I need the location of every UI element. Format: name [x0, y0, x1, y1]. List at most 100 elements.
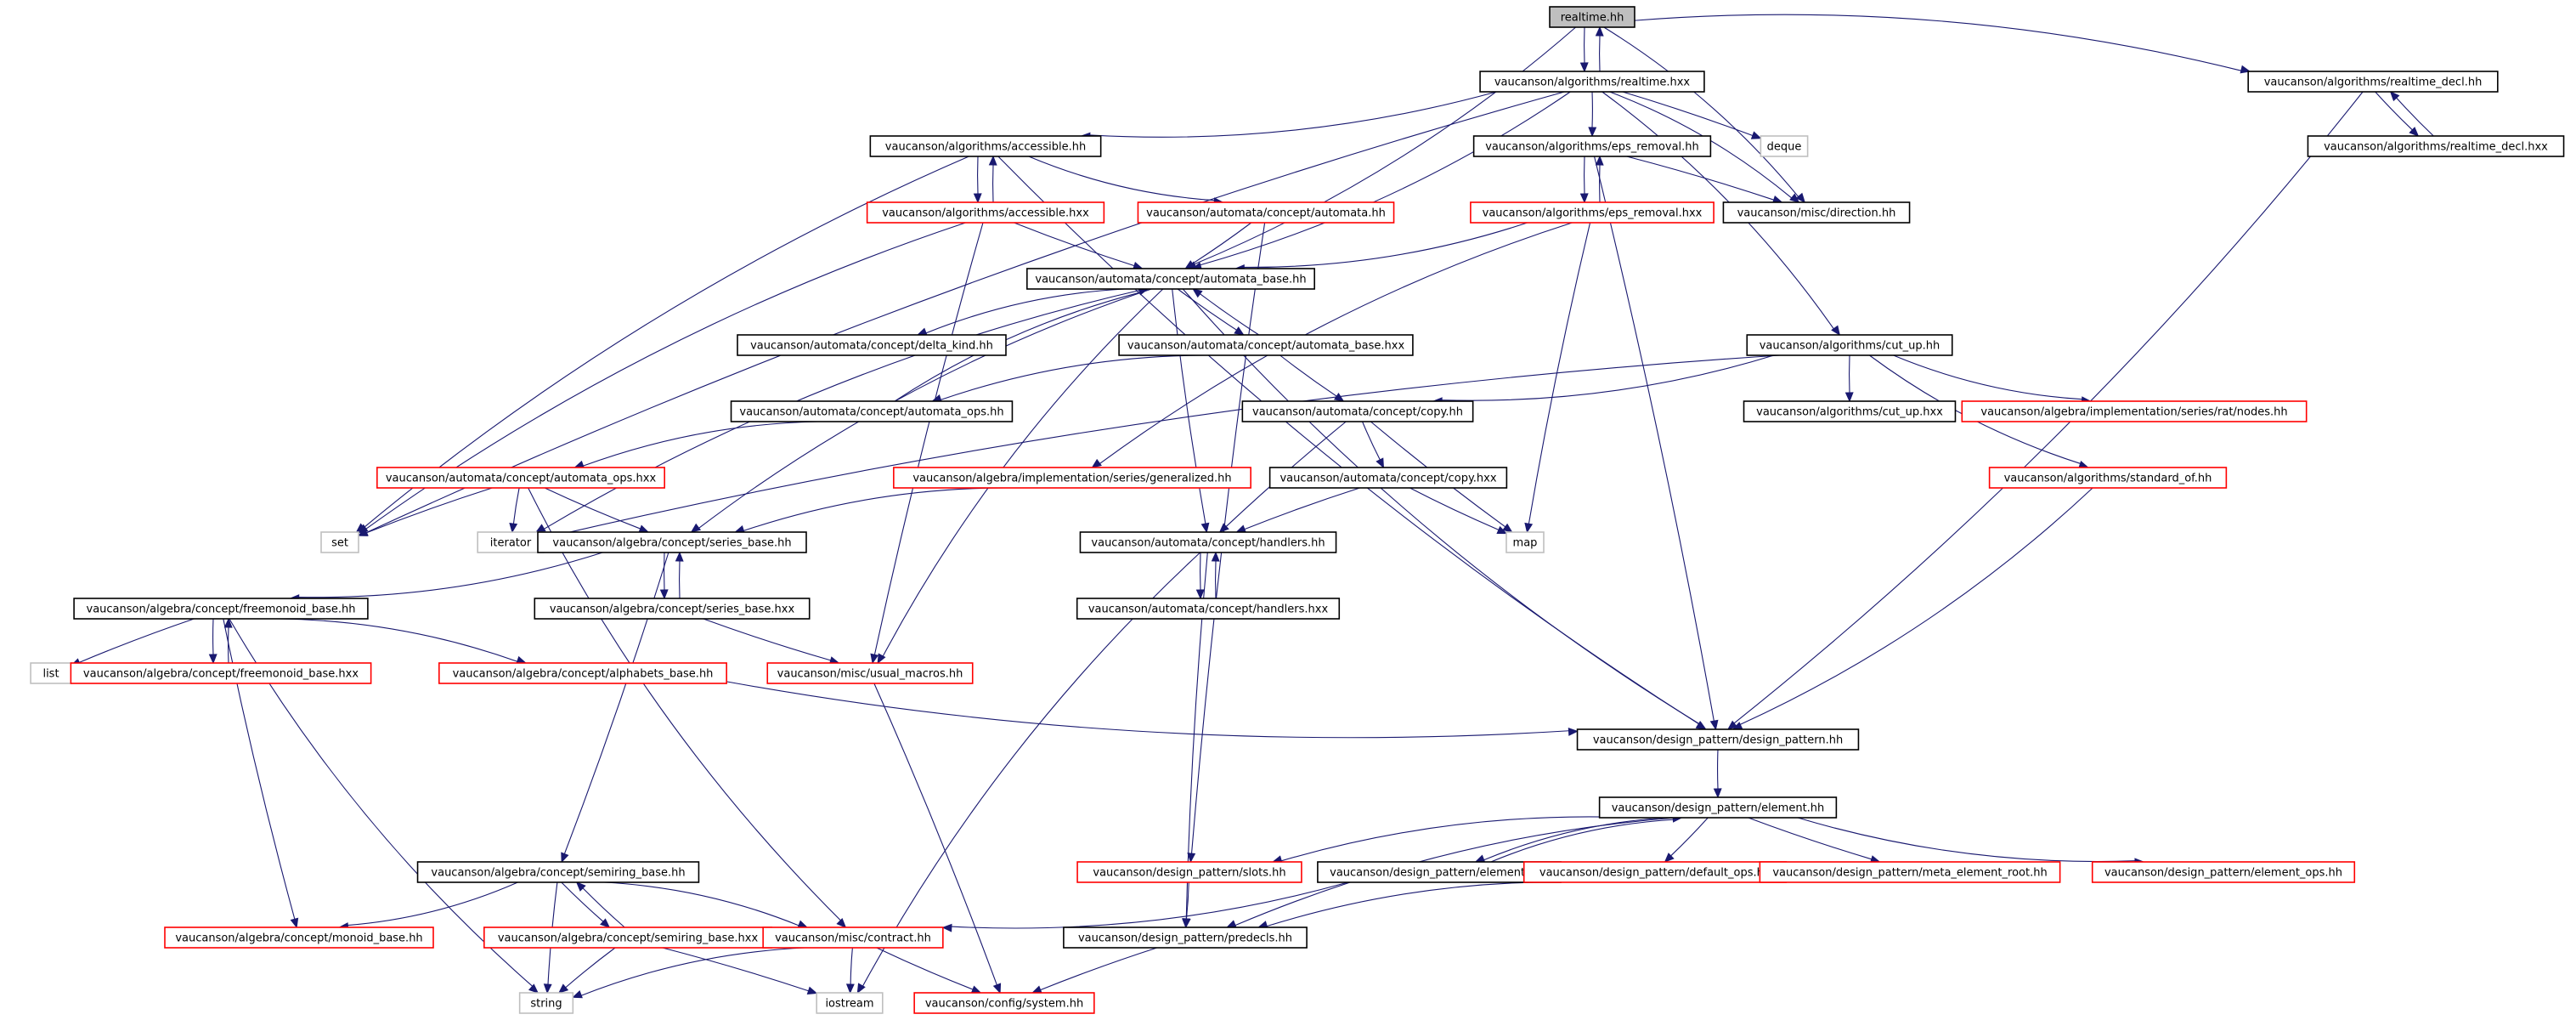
node-realtime-decl-hxx[interactable]: vaucanson/algorithms/realtime_decl.hxx: [2307, 135, 2565, 157]
edge-line: [298, 552, 603, 598]
edge-line: [1594, 156, 1715, 722]
node-box: [1576, 728, 1860, 751]
edge-element-hh-to-default-ops-hh: [1664, 817, 1709, 863]
node-box: [1961, 400, 2308, 422]
node-generalized-hh[interactable]: vaucanson/algebra/implementation/series/…: [893, 467, 1251, 489]
node-automata-hh[interactable]: vaucanson/automata/concept/automata.hh: [1137, 201, 1395, 224]
edge-automata-ops-hh-to-automata-ops-hxx: [573, 421, 818, 469]
edge-arrowhead: [2389, 91, 2400, 102]
node-rat-nodes-hh[interactable]: vaucanson/algebra/implementation/series/…: [1961, 400, 2308, 422]
edge-copy-hxx-to-handlers-hh: [1235, 487, 1360, 533]
edge-line: [662, 947, 809, 992]
node-accessible-hh[interactable]: vaucanson/algorithms/accessible.hh: [869, 135, 1102, 157]
node-semiring-base-hxx[interactable]: vaucanson/algebra/concept/semiring_base.…: [483, 926, 772, 949]
edge-realtime-decl-hxx-to-realtime-decl-hh: [2389, 91, 2434, 137]
edge-contract-hh-to-iostream: [845, 947, 855, 994]
edge-element-hxx-to-contract-hh: [941, 881, 1348, 932]
node-box: [73, 598, 369, 620]
edge-copy-hh-to-copy-hxx: [1362, 421, 1385, 469]
node-alphabets-base-hh[interactable]: vaucanson/algebra/concept/alphabets_base…: [438, 662, 727, 684]
edge-line: [366, 91, 1565, 533]
node-box: [1470, 201, 1715, 224]
edge-freemonoid-base-hh-to-monoid-base-hh: [223, 618, 299, 929]
node-delta-kind-hh[interactable]: vaucanson/automata/concept/delta_kind.hh: [737, 334, 1007, 356]
node-box: [1598, 796, 1838, 819]
node-automata-base-hxx[interactable]: vaucanson/automata/concept/automata_base…: [1118, 334, 1414, 356]
node-design-pattern-hh[interactable]: vaucanson/design_pattern/design_pattern.…: [1576, 728, 1860, 751]
node-label: vaucanson/design_pattern/element.hh: [1612, 802, 1825, 815]
node-realtime-hh[interactable]: realtime.hh: [1549, 6, 1635, 28]
node-box: [534, 598, 811, 620]
node-box: [1076, 861, 1302, 883]
node-handlers-hxx[interactable]: vaucanson/automata/concept/handlers.hxx: [1076, 598, 1341, 620]
node-label: vaucanson/algebra/concept/freemonoid_bas…: [87, 604, 356, 616]
node-accessible-hxx[interactable]: vaucanson/algorithms/accessible.hxx: [866, 201, 1105, 224]
node-automata-base-hh[interactable]: vaucanson/automata/concept/automata_base…: [1026, 268, 1315, 290]
node-handlers-hh[interactable]: vaucanson/automata/concept/handlers.hh: [1079, 531, 1337, 553]
edge-line: [698, 288, 1152, 529]
node-box: [737, 334, 1007, 356]
node-eps-removal-hh[interactable]: vaucanson/algorithms/eps_removal.hh: [1472, 135, 1712, 157]
node-standard-of-hh[interactable]: vaucanson/algorithms/standard_of.hh: [1988, 467, 2228, 489]
edge-arrowhead: [1474, 854, 1486, 863]
edge-series-base-hxx-to-series-base-hh: [675, 551, 684, 599]
node-freemonoid-base-hh[interactable]: vaucanson/algebra/concept/freemonoid_bas…: [73, 598, 369, 620]
node-slots-hh[interactable]: vaucanson/design_pattern/slots.hh: [1076, 861, 1302, 883]
edge-line: [997, 156, 1699, 725]
node-label: vaucanson/algorithms/cut_up.hh: [1760, 340, 1940, 353]
node-semiring-base-hh[interactable]: vaucanson/algebra/concept/semiring_base.…: [416, 861, 700, 883]
edge-arrowhead: [1795, 192, 1806, 203]
node-realtime-hxx[interactable]: vaucanson/algorithms/realtime.hxx: [1479, 71, 1705, 93]
node-element-hh[interactable]: vaucanson/design_pattern/element.hh: [1598, 796, 1838, 819]
node-box: [2247, 71, 2499, 93]
node-meta-element-root-hh[interactable]: vaucanson/design_pattern/meta_element_ro…: [1759, 861, 2061, 883]
node-realtime-decl-hh[interactable]: vaucanson/algorithms/realtime_decl.hh: [2247, 71, 2499, 93]
node-contract-hh[interactable]: vaucanson/misc/contract.hh: [762, 926, 944, 949]
edge-handlers-hxx-to-handlers-hh: [1211, 551, 1220, 599]
node-automata-ops-hh[interactable]: vaucanson/automata/concept/automata_ops.…: [730, 400, 1014, 422]
node-string[interactable]: string: [518, 992, 574, 1014]
edge-line: [894, 292, 1140, 402]
node-deque[interactable]: deque: [1760, 135, 1809, 157]
node-cut-up-hh[interactable]: vaucanson/algorithms/cut_up.hh: [1746, 334, 1953, 356]
node-set[interactable]: set: [320, 531, 359, 553]
node-element-ops-hh[interactable]: vaucanson/design_pattern/element_ops.hh: [2091, 861, 2356, 883]
node-copy-hxx[interactable]: vaucanson/automata/concept/copy.hxx: [1268, 467, 1508, 489]
node-system-hh[interactable]: vaucanson/config/system.hh: [913, 992, 1095, 1014]
edge-realtime-hxx-to-eps-removal-hh: [1588, 91, 1597, 138]
node-series-base-hh[interactable]: vaucanson/algebra/concept/series_base.hh: [537, 531, 807, 553]
node-box: [1746, 334, 1953, 356]
edge-line: [1634, 14, 2242, 71]
node-iostream[interactable]: iostream: [816, 992, 884, 1014]
edge-arrowhead: [528, 983, 539, 994]
node-usual-macros-hh[interactable]: vaucanson/misc/usual_macros.hh: [766, 662, 974, 684]
node-label: set: [331, 537, 348, 550]
node-label: vaucanson/design_pattern/default_ops.hh: [1539, 867, 1771, 880]
node-monoid-base-hh[interactable]: vaucanson/algebra/concept/monoid_base.hh: [164, 926, 434, 949]
edge-design-pattern-hh-to-element-hh: [1713, 749, 1722, 799]
node-map[interactable]: map: [1505, 531, 1545, 553]
node-default-ops-hh[interactable]: vaucanson/design_pattern/default_ops.hh: [1522, 861, 1788, 883]
node-box: [483, 926, 772, 949]
node-eps-removal-hxx[interactable]: vaucanson/algorithms/eps_removal.hxx: [1470, 201, 1715, 224]
node-box: [1759, 861, 2061, 883]
node-freemonoid-base-hxx[interactable]: vaucanson/algebra/concept/freemonoid_bas…: [70, 662, 372, 684]
node-iterator[interactable]: iterator: [477, 531, 545, 553]
edge-line: [873, 222, 984, 655]
node-cut-up-hxx[interactable]: vaucanson/algorithms/cut_up.hxx: [1743, 400, 1957, 422]
edge-arrowhead: [1211, 551, 1220, 562]
edge-line: [1797, 817, 2136, 863]
edge-realtime-hxx-to-cut-up-hh: [1602, 91, 1841, 337]
edge-arrowhead: [1696, 721, 1707, 730]
edge-line: [1739, 487, 2093, 725]
edge-automata-base-hxx-to-automata-ops-hh: [931, 354, 1206, 403]
node-copy-hh[interactable]: vaucanson/automata/concept/copy.hh: [1241, 400, 1474, 422]
node-predecls-hh[interactable]: vaucanson/design_pattern/predecls.hh: [1063, 926, 1308, 949]
node-automata-ops-hxx[interactable]: vaucanson/automata/concept/automata_ops.…: [376, 467, 665, 489]
edge-arrowhead: [1235, 524, 1247, 533]
edge-cut-up-hh-to-iterator: [542, 354, 1781, 540]
edge-line: [1266, 881, 1582, 927]
node-list[interactable]: list: [30, 662, 72, 684]
node-series-base-hxx[interactable]: vaucanson/algebra/concept/series_base.hx…: [534, 598, 811, 620]
node-direction-hh[interactable]: vaucanson/misc/direction.hh: [1722, 201, 1911, 224]
